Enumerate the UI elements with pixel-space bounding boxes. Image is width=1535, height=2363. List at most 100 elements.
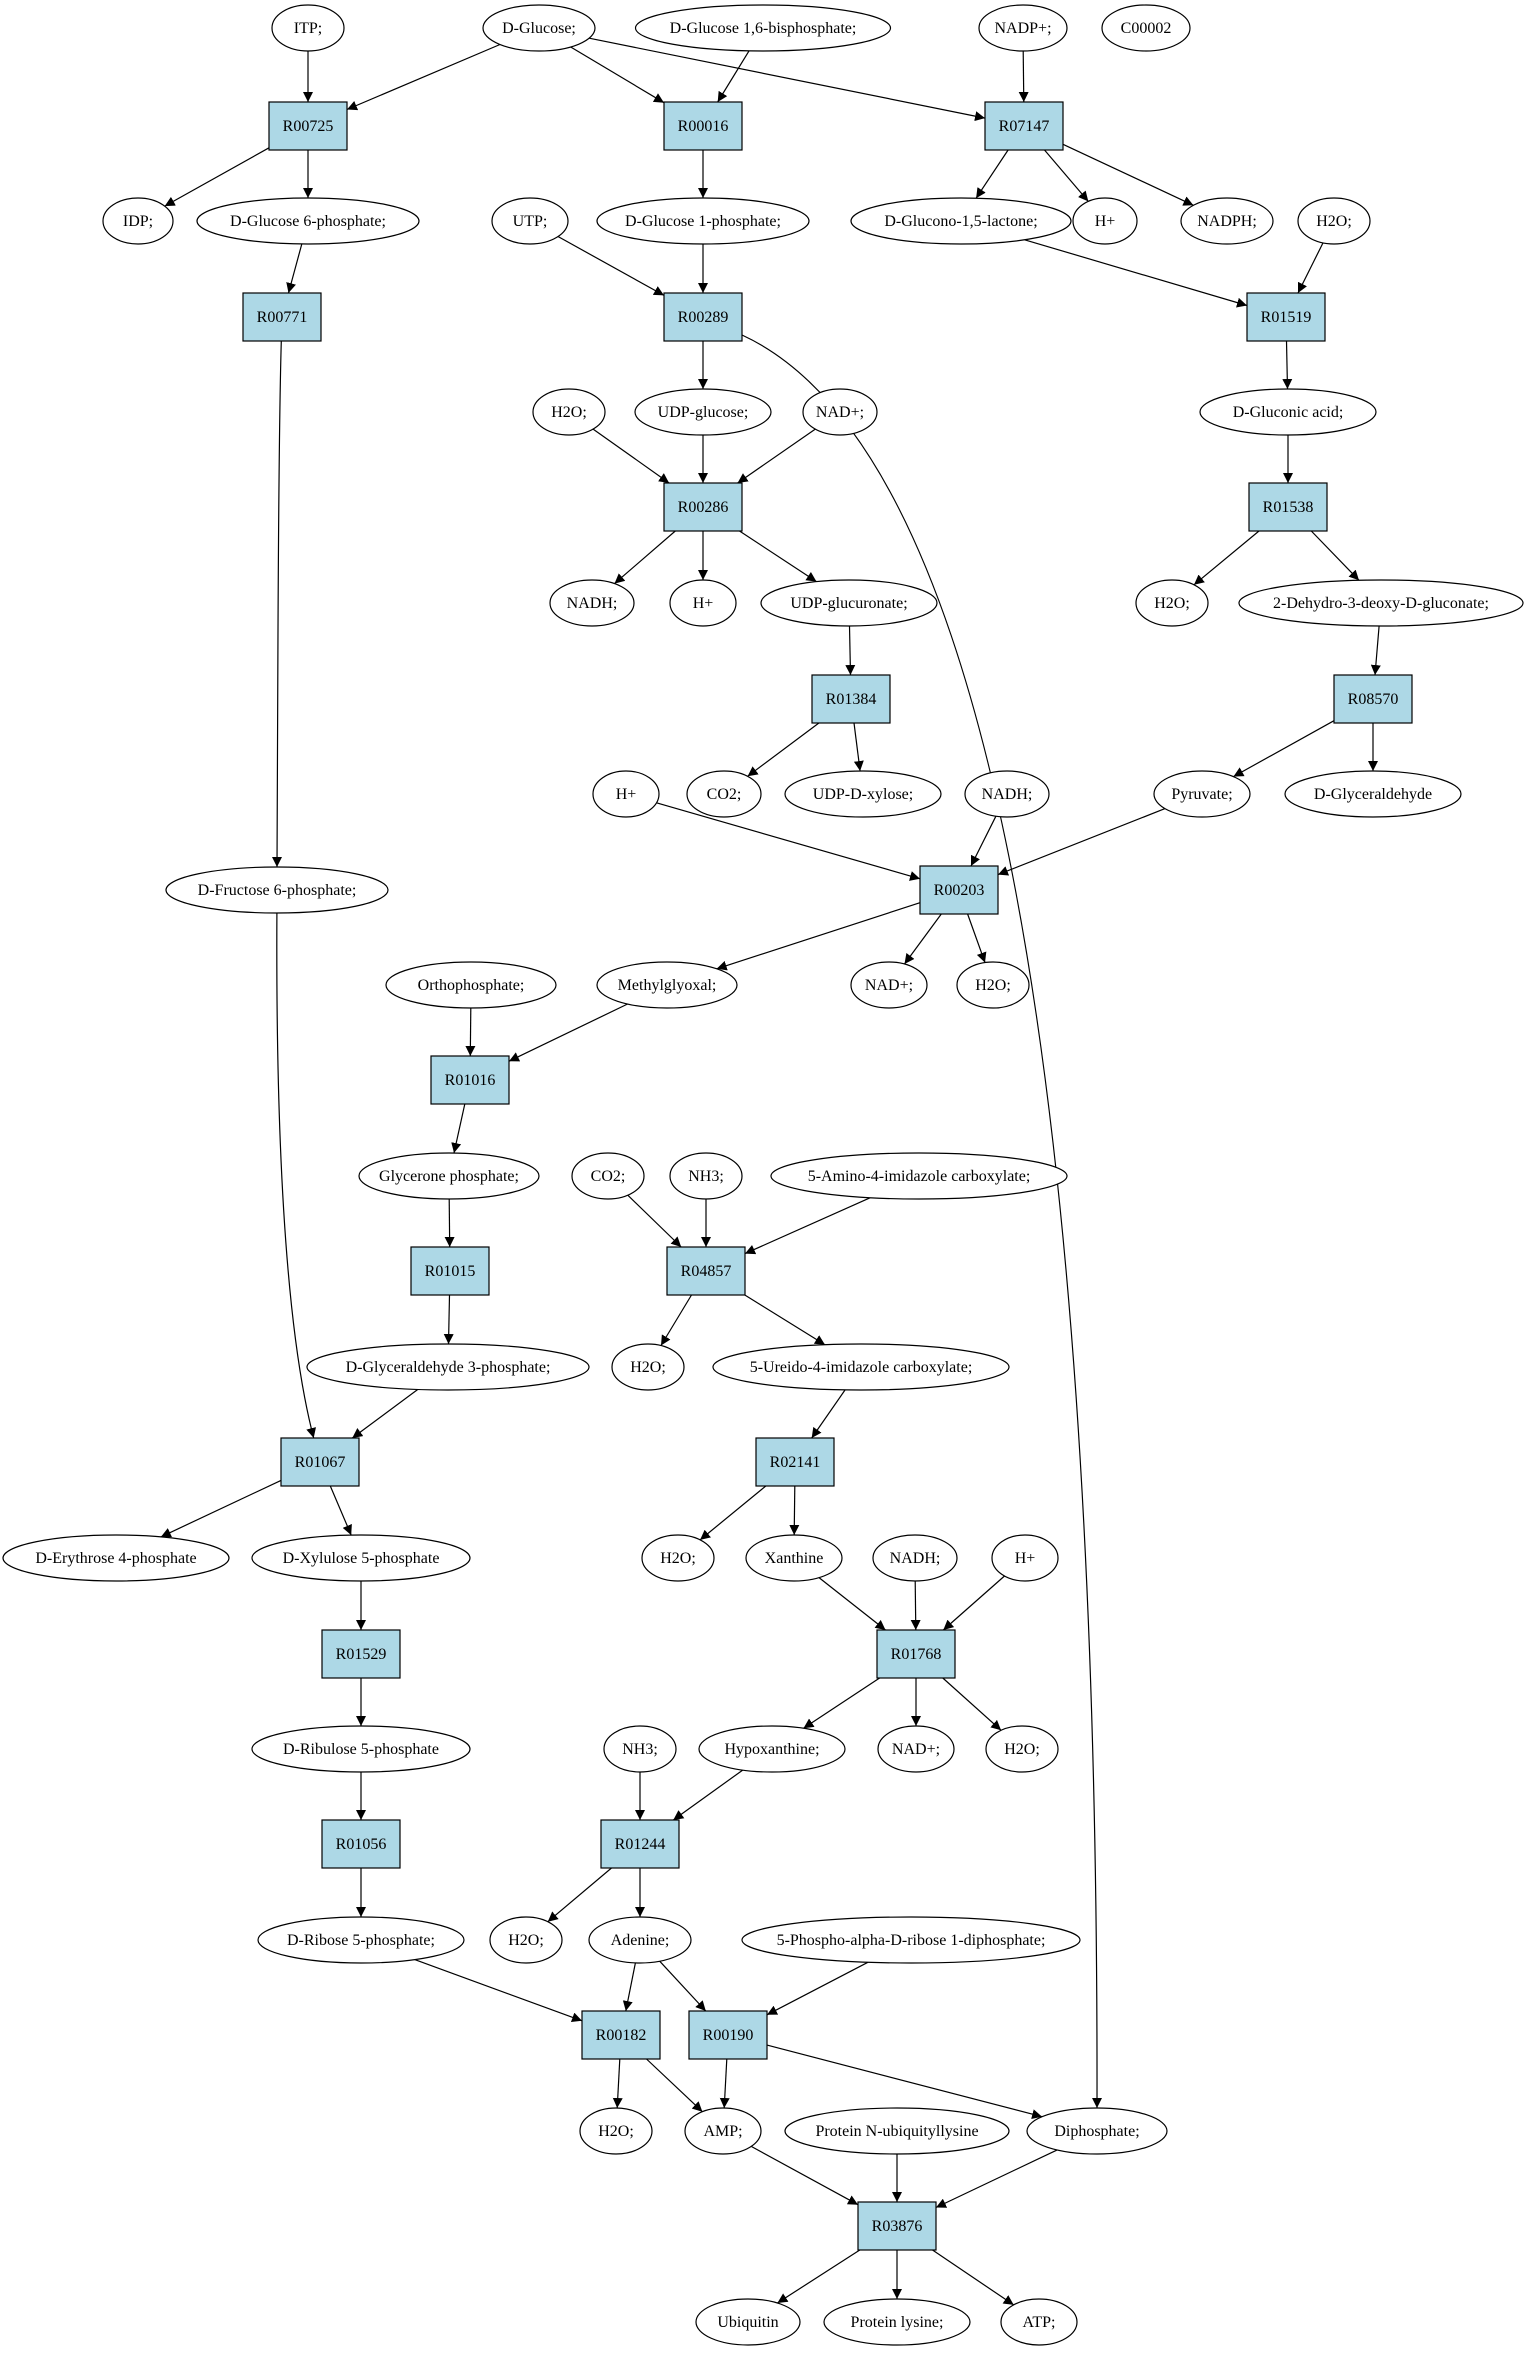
reaction-node-R04857[interactable]: R04857 [666, 1246, 746, 1296]
compound-node-DGald[interactable]: D-Glyceraldehyde [1284, 770, 1462, 818]
compound-node-Pyr[interactable]: Pyruvate; [1153, 770, 1251, 818]
compound-node-Hp1[interactable]: H+ [1072, 197, 1138, 245]
compound-node-PLys[interactable]: Protein lysine; [823, 2298, 971, 2346]
compound-node-Xan[interactable]: Xanthine [745, 1534, 843, 1582]
node-label: AMP; [703, 2123, 742, 2140]
compound-node-UDPG[interactable]: UDP-glucose; [634, 388, 772, 436]
compound-node-DG6P[interactable]: D-Glucose 6-phosphate; [196, 197, 420, 245]
compound-node-DGL[interactable]: D-Glucono-1,5-lactone; [850, 197, 1072, 245]
reaction-node-R00286[interactable]: R00286 [663, 482, 743, 532]
compound-node-MGO[interactable]: Methylglyoxal; [596, 961, 738, 1009]
compound-node-H2O4[interactable]: H2O; [956, 961, 1030, 1009]
reaction-node-R01016[interactable]: R01016 [430, 1055, 510, 1105]
compound-node-CO2b[interactable]: CO2; [571, 1152, 645, 1200]
reaction-node-R07147[interactable]: R07147 [984, 101, 1064, 151]
edge-R07147-to-NADPH [1062, 143, 1194, 206]
reaction-node-R01529[interactable]: R01529 [321, 1629, 401, 1679]
compound-node-G3P[interactable]: D-Glyceraldehyde 3-phosphate; [306, 1343, 590, 1391]
compound-node-Hyp[interactable]: Hypoxanthine; [698, 1725, 846, 1773]
compound-node-NADp2[interactable]: NAD+; [850, 961, 928, 1009]
compound-node-AIC[interactable]: 5-Amino-4-imidazole carboxylate; [770, 1152, 1068, 1200]
compound-node-Dip[interactable]: Diphosphate; [1026, 2107, 1168, 2155]
node-label: D-Glucose 6-phosphate; [230, 213, 386, 230]
reaction-node-R01538[interactable]: R01538 [1248, 482, 1328, 532]
compound-node-Hp4[interactable]: H+ [991, 1534, 1059, 1582]
reaction-node-R01768[interactable]: R01768 [876, 1629, 956, 1679]
compound-node-NH3b[interactable]: NH3; [603, 1725, 677, 1773]
node-label: R01244 [615, 1836, 666, 1853]
compound-node-UTP[interactable]: UTP; [491, 197, 569, 245]
reaction-node-R01384[interactable]: R01384 [811, 674, 891, 724]
compound-ellipse [850, 197, 1072, 245]
compound-node-Ade[interactable]: Adenine; [588, 1916, 692, 1964]
compound-node-Xu5P[interactable]: D-Xylulose 5-phosphate [251, 1534, 471, 1582]
reaction-node-R03876[interactable]: R03876 [857, 2201, 937, 2251]
reaction-box [666, 1246, 746, 1296]
reaction-node-R08570[interactable]: R08570 [1333, 674, 1413, 724]
edge-R00286-to-UDPGA [739, 530, 817, 583]
reaction-node-R00725[interactable]: R00725 [268, 101, 348, 151]
reaction-node-R01067[interactable]: R01067 [280, 1437, 360, 1487]
compound-node-UDPGA[interactable]: UDP-glucuronate; [760, 579, 938, 627]
compound-node-H2O6[interactable]: H2O; [641, 1534, 715, 1582]
compound-ellipse [358, 1152, 540, 1200]
reaction-node-R00771[interactable]: R00771 [242, 292, 322, 342]
compound-node-F6P[interactable]: D-Fructose 6-phosphate; [165, 866, 389, 914]
compound-node-Ortho[interactable]: Orthophosphate; [385, 961, 557, 1009]
compound-ellipse [669, 1152, 743, 1200]
compound-node-DGlucose[interactable]: D-Glucose; [482, 4, 596, 52]
reaction-node-R01244[interactable]: R01244 [600, 1819, 680, 1869]
compound-node-PRPP[interactable]: 5-Phospho-alpha-D-ribose 1-diphosphate; [741, 1916, 1081, 1964]
compound-node-IDP[interactable]: IDP; [102, 197, 174, 245]
compound-node-DG16BP[interactable]: D-Glucose 1,6-bisphosphate; [634, 4, 892, 52]
compound-node-ITP[interactable]: ITP; [271, 4, 345, 52]
compound-node-NADp1[interactable]: NAD+; [802, 388, 878, 436]
compound-node-R5P[interactable]: D-Ribose 5-phosphate; [257, 1916, 465, 1964]
compound-node-H2O7[interactable]: H2O; [985, 1725, 1059, 1773]
compound-node-DHDG[interactable]: 2-Dehydro-3-deoxy-D-gluconate; [1238, 579, 1524, 627]
reaction-node-R00182[interactable]: R00182 [581, 2010, 661, 2060]
compound-node-H2O5[interactable]: H2O; [611, 1343, 685, 1391]
compound-node-ATP[interactable]: ATP; [1000, 2298, 1078, 2346]
reaction-node-R00203[interactable]: R00203 [919, 865, 999, 915]
compound-node-NADp3[interactable]: NAD+; [877, 1725, 955, 1773]
reaction-node-R01056[interactable]: R01056 [321, 1819, 401, 1869]
compound-node-H2O2[interactable]: H2O; [532, 388, 606, 436]
compound-node-Hp3[interactable]: H+ [592, 770, 660, 818]
compound-node-GlyP[interactable]: Glycerone phosphate; [358, 1152, 540, 1200]
compound-node-NADH2[interactable]: NADH; [964, 770, 1050, 818]
compound-node-NADH3[interactable]: NADH; [872, 1534, 958, 1582]
compound-node-H2O9[interactable]: H2O; [579, 2107, 653, 2155]
compound-node-Hp2[interactable]: H+ [669, 579, 737, 627]
compound-node-E4P[interactable]: D-Erythrose 4-phosphate [2, 1534, 230, 1582]
compound-node-DG1P[interactable]: D-Glucose 1-phosphate; [596, 197, 810, 245]
reaction-node-R02141[interactable]: R02141 [755, 1437, 835, 1487]
compound-node-NADPp[interactable]: NADP+; [978, 4, 1068, 52]
compound-node-H2O1[interactable]: H2O; [1297, 197, 1371, 245]
compound-node-UIC[interactable]: 5-Ureido-4-imidazole carboxylate; [712, 1343, 1010, 1391]
compound-node-H2O3[interactable]: H2O; [1135, 579, 1209, 627]
compound-node-UDPX[interactable]: UDP-D-xylose; [784, 770, 942, 818]
compound-node-NADPH[interactable]: NADPH; [1180, 197, 1274, 245]
reaction-node-R00016[interactable]: R00016 [663, 101, 743, 151]
compound-node-CO2a[interactable]: CO2; [686, 770, 762, 818]
compound-node-C00002[interactable]: C00002 [1101, 4, 1191, 52]
compound-node-PNUL[interactable]: Protein N-ubiquityllysine [784, 2107, 1010, 2155]
reaction-node-R01015[interactable]: R01015 [410, 1246, 490, 1296]
compound-node-NH3a[interactable]: NH3; [669, 1152, 743, 1200]
compound-node-H2O8[interactable]: H2O; [489, 1916, 563, 1964]
node-label: D-Glyceraldehyde [1314, 786, 1432, 803]
reaction-node-R00190[interactable]: R00190 [688, 2010, 768, 2060]
compound-node-NADH1[interactable]: NADH; [549, 579, 635, 627]
compound-node-Ubq[interactable]: Ubiquitin [695, 2298, 801, 2346]
reaction-node-R00289[interactable]: R00289 [663, 292, 743, 342]
reaction-node-R01519[interactable]: R01519 [1246, 292, 1326, 342]
compound-node-DGA[interactable]: D-Gluconic acid; [1199, 388, 1377, 436]
node-label: NAD+; [892, 1741, 940, 1758]
edge-R01067-to-E4P [160, 1479, 282, 1538]
compound-node-Ru5P[interactable]: D-Ribulose 5-phosphate [251, 1725, 471, 1773]
compound-ellipse [1238, 579, 1524, 627]
compound-node-AMP[interactable]: AMP; [684, 2107, 762, 2155]
node-label: H+ [616, 786, 637, 803]
